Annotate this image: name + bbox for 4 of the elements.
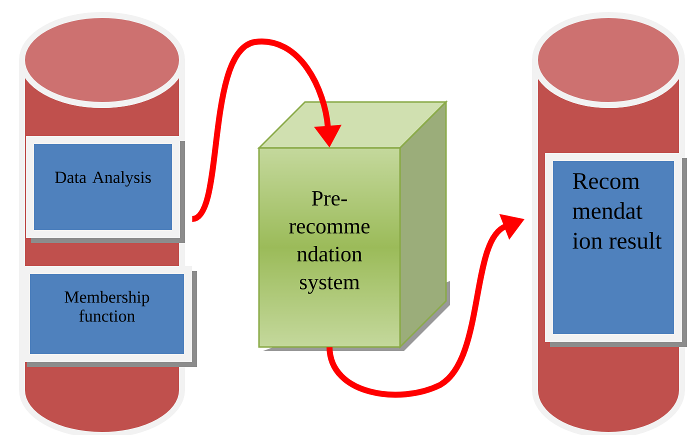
curved-arrow [190, 38, 342, 222]
process-box: Recom mendat ion result [545, 153, 687, 347]
process-box: Data Analysis [26, 136, 185, 243]
process-box: Membership function [22, 266, 197, 367]
